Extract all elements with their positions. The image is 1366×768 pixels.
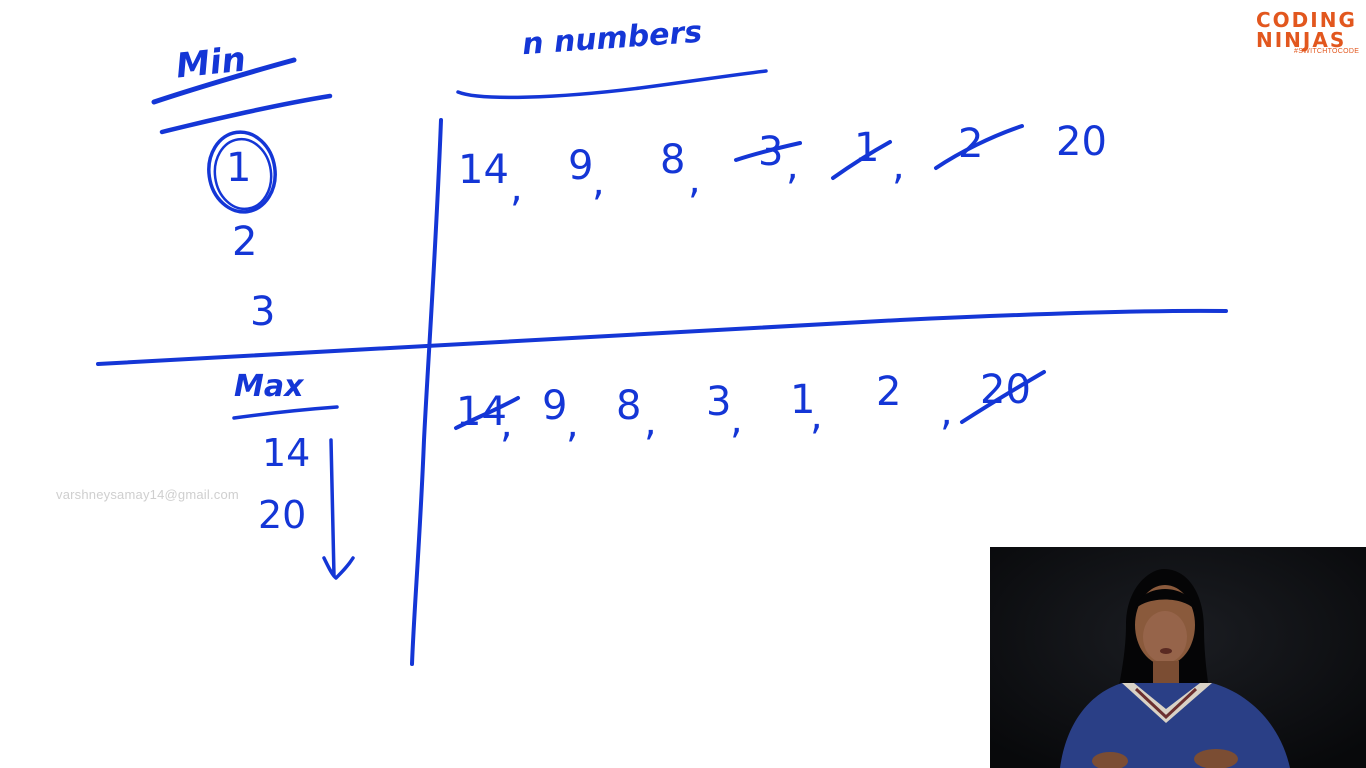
- logo-line-2: NINJAS: [1256, 28, 1347, 52]
- top-comma-2: ,: [592, 159, 605, 205]
- top-num-20: 20: [1056, 119, 1107, 165]
- max-value-14: 14: [262, 431, 311, 475]
- top-num-14: 14: [458, 147, 509, 193]
- title-underline: [456, 69, 768, 100]
- logo-tagline: #SWITCHTOCODE: [1294, 48, 1360, 55]
- strike-1-top: [831, 140, 892, 180]
- strike-14-bottom: [454, 396, 520, 430]
- bottom-num-8: 8: [616, 383, 642, 429]
- min-circle: [207, 130, 277, 214]
- presenter-video-feed-icon: [990, 547, 1366, 768]
- max-underline: [232, 405, 339, 420]
- bottom-comma-2: ,: [566, 401, 579, 447]
- down-arrow-icon: [322, 438, 355, 580]
- coding-ninjas-logo: CODING NINJAS #SWITCHTOCODE: [1256, 8, 1360, 56]
- top-num-8: 8: [660, 137, 686, 183]
- max-label: Max: [234, 369, 304, 404]
- bottom-num-2: 2: [876, 369, 902, 415]
- watermark-email: varshneysamay14@gmail.com: [56, 487, 239, 502]
- min-underline-2: [159, 93, 333, 135]
- strike-2-top: [934, 124, 1024, 170]
- top-num-3: 3: [758, 129, 784, 175]
- top-num-2: 2: [958, 121, 984, 167]
- top-num-1: 1: [854, 125, 880, 171]
- horizontal-divider: [96, 308, 1228, 366]
- strike-20-bottom: [960, 370, 1046, 424]
- logo-line-1: CODING: [1256, 8, 1357, 32]
- bottom-num-20: 20: [980, 367, 1031, 413]
- top-comma-1: ,: [510, 165, 523, 211]
- bottom-num-1: 1: [790, 377, 816, 423]
- min-value-1: 1: [226, 145, 252, 191]
- min-value-3: 3: [250, 289, 276, 335]
- top-comma-3: ,: [688, 157, 701, 203]
- presenter-webcam: [990, 547, 1366, 768]
- min-circle-inner: [213, 137, 273, 211]
- top-comma-5: ,: [892, 143, 905, 189]
- max-value-20: 20: [258, 493, 307, 537]
- bottom-comma-6: ,: [940, 389, 953, 435]
- top-comma-4: ,: [786, 143, 799, 189]
- min-label: Min: [174, 39, 248, 87]
- min-value-2: 2: [232, 219, 258, 265]
- bottom-num-14: 14: [456, 389, 507, 435]
- min-underline-1: [151, 57, 297, 105]
- bottom-num-9: 9: [542, 383, 568, 429]
- bottom-comma-3: ,: [644, 399, 657, 445]
- bottom-comma-4: ,: [730, 397, 743, 443]
- bottom-num-3: 3: [706, 379, 732, 425]
- vertical-divider: [410, 118, 443, 666]
- top-num-9: 9: [568, 143, 594, 189]
- strike-3-top: [734, 141, 802, 162]
- bottom-comma-1: ,: [500, 401, 513, 447]
- bottom-comma-5: ,: [810, 393, 823, 439]
